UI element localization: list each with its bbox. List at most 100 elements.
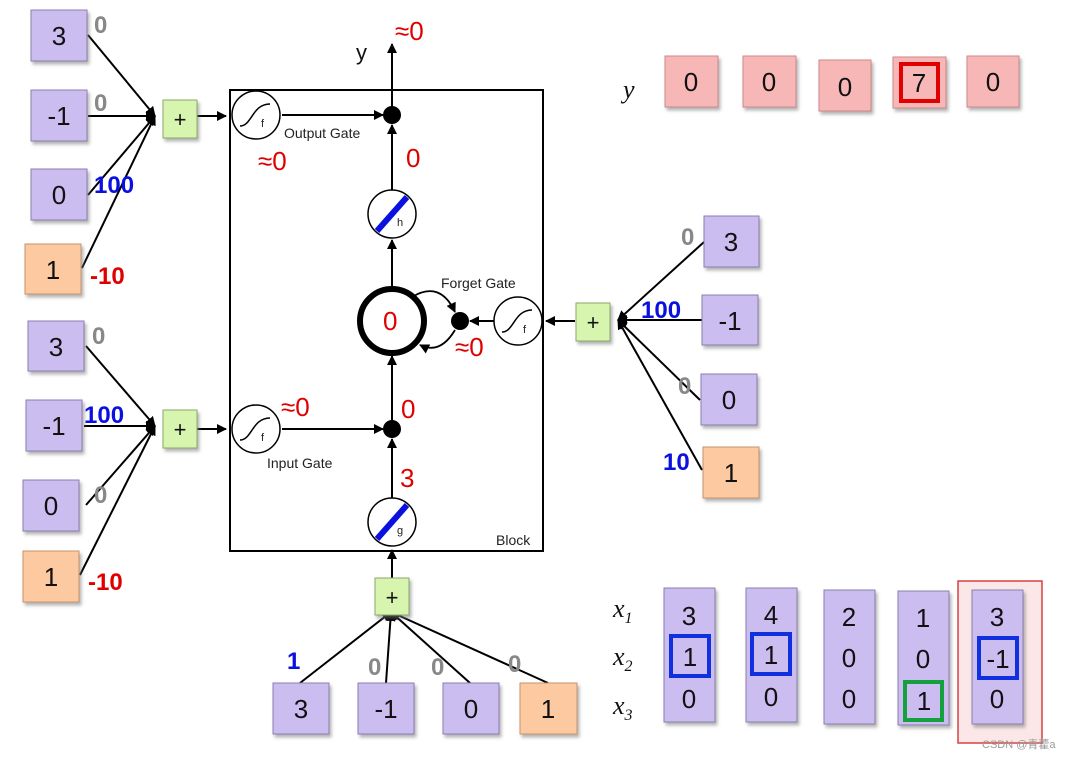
input-box: [442, 682, 500, 735]
bias-value: 1: [44, 562, 58, 592]
forget-multiply-node: [451, 312, 469, 330]
input-value: -1: [42, 411, 65, 441]
x-value: 0: [842, 643, 856, 673]
x-column: [823, 589, 876, 725]
input-mult-value: 0: [401, 394, 415, 424]
x-value: 1: [683, 642, 697, 672]
input-box: [22, 479, 80, 532]
bias-box: [702, 446, 760, 499]
bias-box: [519, 682, 578, 735]
x-value: -1: [986, 644, 1009, 674]
y-value: ≈0: [395, 16, 424, 46]
svg-text:f: f: [261, 432, 265, 444]
x-value: 0: [916, 644, 930, 674]
weight-label: 0: [94, 12, 107, 39]
input-value: -1: [374, 694, 397, 724]
bias-value: 1: [724, 458, 738, 488]
weight-label: 0: [92, 323, 105, 350]
weight-label: 0: [94, 482, 107, 509]
y-sequence: y 0 0 0 7 0: [620, 55, 1020, 112]
x-value: 4: [764, 600, 778, 630]
watermark: CSDN @青藿a: [982, 737, 1056, 751]
weight-label: 100: [94, 172, 134, 199]
input-value: 3: [724, 227, 738, 257]
input-value: -1: [47, 101, 70, 131]
g-value: 3: [400, 463, 414, 493]
forget-to-cell-loop: [419, 329, 456, 354]
input-box: [25, 399, 83, 452]
weight-label: -10: [90, 263, 125, 290]
x-value: 2: [842, 602, 856, 632]
y-output-label: y: [356, 40, 367, 65]
forget-gate-input-group: 3 -1 0 1 0 100 0 10 +: [545, 215, 760, 499]
bias-box: [22, 550, 80, 603]
input-box: [27, 320, 85, 372]
input-box: [30, 9, 88, 62]
y-value: 0: [684, 67, 698, 97]
weight-label: 0: [94, 90, 107, 117]
lstm-block: Block 0 f Output Gate f Inpu: [229, 16, 544, 552]
output-multiply-node: [383, 106, 401, 124]
input-gate-input-group: 3 -1 0 1 0 100 0 -10 +: [22, 320, 227, 603]
input-value: -1: [718, 306, 741, 336]
input-box: [701, 294, 759, 346]
plus-icon: +: [587, 310, 600, 335]
weight-label: 0: [431, 654, 444, 681]
x-highlight: [977, 636, 1019, 680]
y-value-box: [742, 55, 797, 108]
sigmoid-icon: [239, 417, 271, 441]
linear-activation-icon: [374, 503, 410, 541]
weight-label: 0: [508, 651, 521, 678]
input-gate-label: Input Gate: [267, 455, 333, 471]
weight-label: -10: [88, 569, 123, 596]
plus-icon: +: [386, 585, 399, 610]
forget-gate-label: Forget Gate: [441, 275, 516, 291]
output-gate-sigmoid: f: [231, 90, 281, 140]
svg-text:f: f: [523, 324, 527, 336]
weight-label: 0: [681, 224, 694, 251]
x-value: 0: [842, 684, 856, 714]
output-mult-value: 0: [406, 143, 420, 173]
y-value: 0: [838, 72, 852, 102]
y-value: 0: [986, 67, 1000, 97]
input-value: 3: [52, 21, 66, 51]
y-value: 0: [762, 67, 776, 97]
weight-label: 0: [368, 654, 381, 681]
forget-gate-sigmoid: f: [493, 296, 543, 346]
x-value: 1: [917, 686, 931, 716]
x-value: 0: [764, 682, 778, 712]
sum-node: [162, 99, 198, 139]
input-gate-value: ≈0: [281, 392, 310, 422]
input-value: 0: [52, 180, 66, 210]
x-value: 1: [764, 640, 778, 670]
sum-node: [162, 409, 198, 449]
x-row-label: x2: [612, 642, 633, 675]
x-highlight: [669, 634, 711, 678]
sum-node: [575, 302, 611, 342]
y-value: 7: [912, 68, 926, 98]
plus-icon: +: [174, 107, 187, 132]
weight-label: 10: [663, 449, 690, 476]
input-value: 0: [44, 491, 58, 521]
input-value: 3: [49, 332, 63, 362]
sigmoid-icon: [239, 103, 271, 127]
x-sequence: x1 x2 x3 3 1 0 4 1 0 2 0 0 1 0 1 3 -1 0: [612, 580, 1043, 744]
weight-label: 100: [84, 402, 124, 429]
x-row-label: x3: [612, 691, 633, 724]
sum-node: [374, 577, 410, 616]
y-value-box: [818, 59, 872, 112]
output-gate-input-group: 3 -1 0 1 0 0 100 -10 +: [24, 9, 227, 295]
svg-text:f: f: [261, 118, 265, 130]
bias-value: 1: [541, 694, 555, 724]
linear-activation-icon: [374, 195, 410, 233]
x-value: 0: [682, 684, 696, 714]
input-box: [357, 682, 415, 735]
x-highlight: [750, 632, 792, 676]
input-value: 3: [294, 694, 308, 724]
bias-value: 1: [46, 255, 60, 285]
cell-input-group: 3 -1 0 1 1 0 0 0 +: [272, 549, 578, 735]
bias-box: [24, 243, 82, 295]
input-box: [272, 682, 330, 735]
x-highlight: [903, 680, 944, 722]
